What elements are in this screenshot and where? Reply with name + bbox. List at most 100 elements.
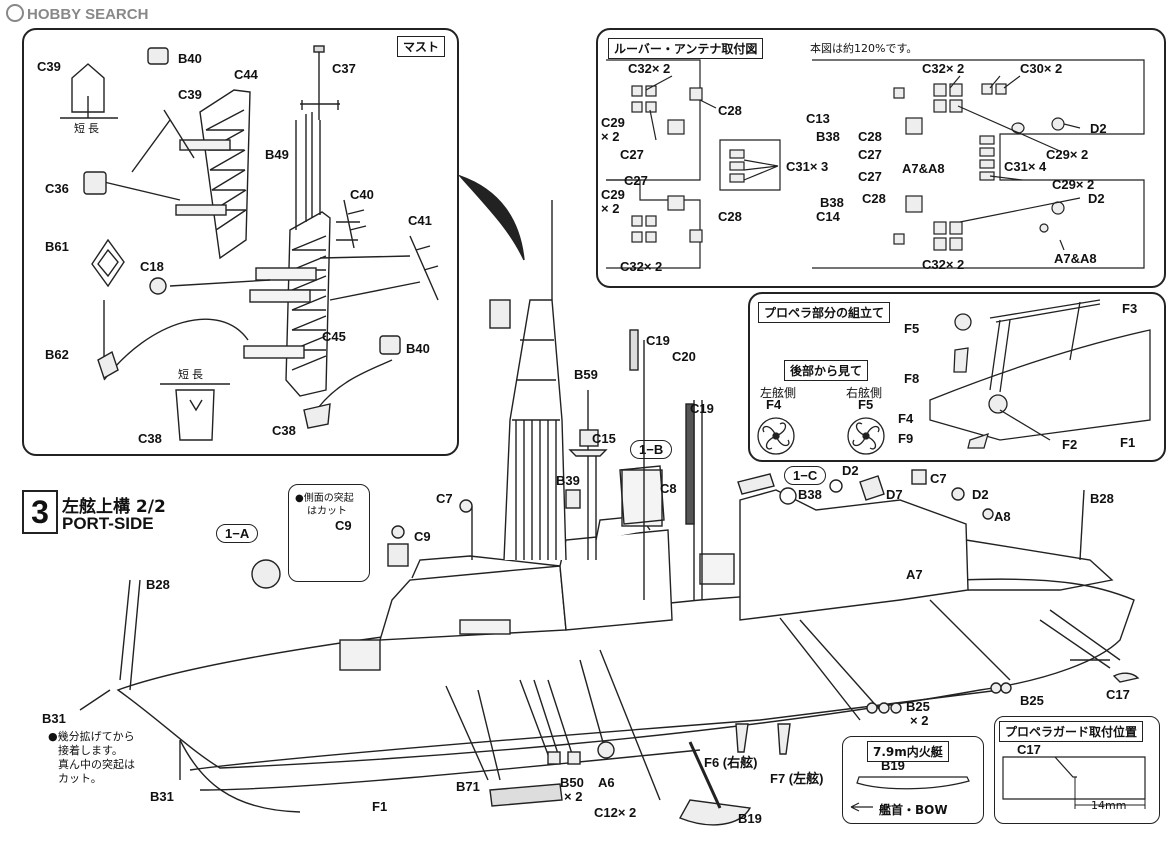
louver-label: C28	[858, 129, 882, 144]
louver-panel-title: ルーバー・アンテナ取付図	[608, 38, 764, 59]
prop-label: F4	[898, 411, 914, 426]
louver-label: D2	[1088, 191, 1105, 206]
hull-label: F7 (左舷)	[770, 771, 824, 786]
prop-label: F9	[898, 431, 914, 446]
louver-label: C13	[806, 111, 830, 126]
c9-note-label: C9	[335, 518, 352, 533]
hull-label: B59	[574, 367, 598, 382]
prop-label: F5	[904, 321, 920, 336]
louver-note: 本図は約120%です。	[810, 42, 918, 55]
louver-label: C32× 2	[922, 257, 965, 272]
b31-note: ●幾分拡げてから 接着します。 真ん中の突起は カット。	[48, 730, 135, 786]
mast-label: C37	[332, 61, 356, 76]
louver-label: C29	[601, 115, 625, 130]
mast-label: C40	[350, 187, 374, 202]
louver-label: C27	[858, 147, 882, 162]
propeller-f4-icon	[757, 417, 795, 455]
hull-label: B50	[560, 775, 584, 790]
hull-label: F6 (右舷)	[704, 755, 758, 770]
hull-label: C9	[414, 529, 431, 544]
hull-label: B31	[150, 789, 174, 804]
b31-note-line2: 接着します。	[58, 744, 123, 757]
hull-label: D2	[972, 487, 989, 502]
louver-label: C29	[601, 187, 625, 202]
hull-label: A6	[598, 775, 615, 790]
step-page: 2/2	[135, 497, 166, 517]
mast-label: C38	[272, 423, 296, 438]
guard-box-label: C17	[1017, 742, 1041, 757]
louver-label: C28	[718, 103, 742, 118]
hull-label: B38	[798, 487, 822, 502]
mast-label: C44	[234, 67, 258, 82]
guard-dim: 14mm	[1091, 799, 1127, 812]
hull-label: × 2	[564, 789, 583, 804]
mast-label: C39	[37, 59, 61, 74]
hull-label: C19	[690, 401, 714, 416]
mast-label: C45	[322, 329, 346, 344]
louver-label: A7&A8	[902, 161, 945, 176]
sub-ref-1c: 1−C	[784, 466, 827, 485]
louver-label: A7&A8	[1054, 251, 1097, 266]
step-number: 3	[22, 490, 58, 534]
louver-label: × 2	[601, 201, 620, 216]
boat-box: 7.9m内火艇 B19 艦首・BOW	[842, 736, 984, 824]
hull-label: C17	[1106, 687, 1130, 702]
louver-label: × 2	[601, 129, 620, 144]
hull-label: A7	[906, 567, 923, 582]
prop-label: F2	[1062, 437, 1078, 452]
mast-label: B40	[178, 51, 202, 66]
hull-label: C19	[646, 333, 670, 348]
mast-label: C39	[178, 87, 202, 102]
louver-label: C28	[718, 209, 742, 224]
louver-label: C32× 2	[922, 61, 965, 76]
hull-label: D7	[886, 487, 903, 502]
b31-note-line1: ●幾分拡げてから	[48, 730, 135, 743]
hull-label: C7	[930, 471, 947, 486]
c9-note-line2: はカット	[307, 506, 347, 517]
louver-label: C30× 2	[1020, 61, 1063, 76]
port-side-label: 左舷側	[760, 386, 797, 400]
louver-label: C27	[858, 169, 882, 184]
mast-label: C18	[140, 259, 164, 274]
louver-label: C31× 3	[786, 159, 829, 174]
rear-view-title: 後部から見て	[784, 360, 869, 381]
hull-label: C7	[436, 491, 453, 506]
louver-label: C28	[862, 191, 886, 206]
louver-label: B38	[820, 195, 844, 210]
hull-label: D2	[842, 463, 859, 478]
louver-label: C27	[620, 147, 644, 162]
b31-note-line4: カット。	[58, 772, 102, 785]
prop-label: F8	[904, 371, 920, 386]
mast-label: C36	[45, 181, 69, 196]
watermark: HOBBY SEARCH	[6, 4, 148, 23]
step-title-en: PORT-SIDE	[62, 514, 154, 533]
louver-label: C32× 2	[620, 259, 663, 274]
c39-dim: 短 長	[74, 123, 100, 135]
hull-label: B31	[42, 711, 66, 726]
mast-panel-title: マスト	[396, 36, 445, 57]
hull-label: B25	[1020, 693, 1044, 708]
c38-dim: 短 長	[178, 369, 204, 381]
hull-label: B28	[146, 577, 170, 592]
louver-label: C29× 2	[1052, 177, 1095, 192]
hull-label: B39	[556, 473, 580, 488]
prop-label: F4	[766, 397, 782, 412]
hull-label: C20	[672, 349, 696, 364]
step-title-jp: 左舷上構 2/2	[62, 492, 166, 517]
b31-note-line3: 真ん中の突起は	[58, 758, 135, 771]
prop-label: F3	[1122, 301, 1138, 316]
hull-label: B28	[1090, 491, 1114, 506]
mast-label: B40	[406, 341, 430, 356]
c9-note-line1: ●側面の突起	[295, 493, 354, 504]
prop-label: F5	[858, 397, 874, 412]
mast-label: B62	[45, 347, 69, 362]
guard-box: プロペラガード取付位置 C17 14mm	[994, 716, 1160, 824]
boat-box-title: 7.9m内火艇	[867, 741, 949, 762]
boat-outline	[850, 776, 970, 812]
hull-label: B71	[456, 779, 480, 794]
mast-label: B49	[265, 147, 289, 162]
